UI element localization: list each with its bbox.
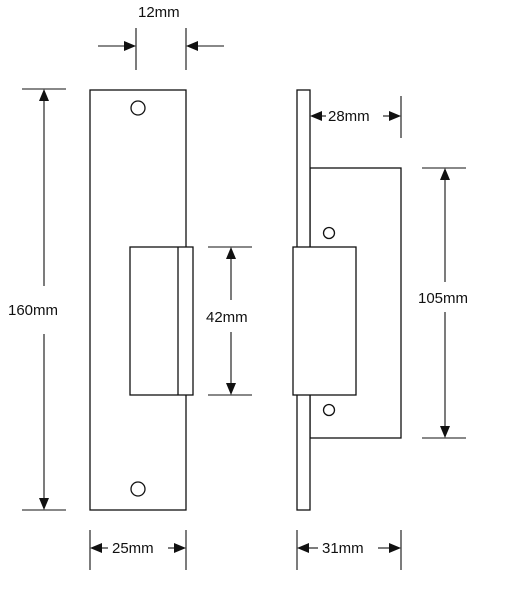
dim-label-strike-height: 42mm <box>206 309 248 326</box>
dim-label-face-width: 25mm <box>112 540 154 557</box>
side-keeper <box>292 246 357 396</box>
top-screw-hole <box>130 100 146 116</box>
dim-label-side-depth-bottom: 31mm <box>322 540 364 557</box>
dim-body-height: 105mm <box>418 167 468 439</box>
keeper-body <box>129 246 194 396</box>
side-bottom-screw-hole <box>322 403 336 417</box>
dim-side-depth-top: 28mm <box>310 96 402 138</box>
front-view <box>89 89 194 511</box>
bottom-screw-hole <box>130 481 146 497</box>
dim-face-width: 25mm <box>89 530 187 570</box>
dim-label-body-height: 105mm <box>418 290 468 307</box>
side-top-screw-hole <box>322 226 336 240</box>
dim-label-overall-height: 160mm <box>8 302 58 319</box>
dim-overall-height: 160mm <box>8 88 66 511</box>
dim-label-top-width: 12mm <box>138 4 180 21</box>
dim-label-side-depth-top: 28mm <box>328 108 370 125</box>
dim-side-depth-bottom: 31mm <box>296 530 402 570</box>
dim-top-width: 12mm <box>98 4 224 70</box>
side-view <box>292 89 402 511</box>
dim-strike-height: 42mm <box>206 246 252 396</box>
